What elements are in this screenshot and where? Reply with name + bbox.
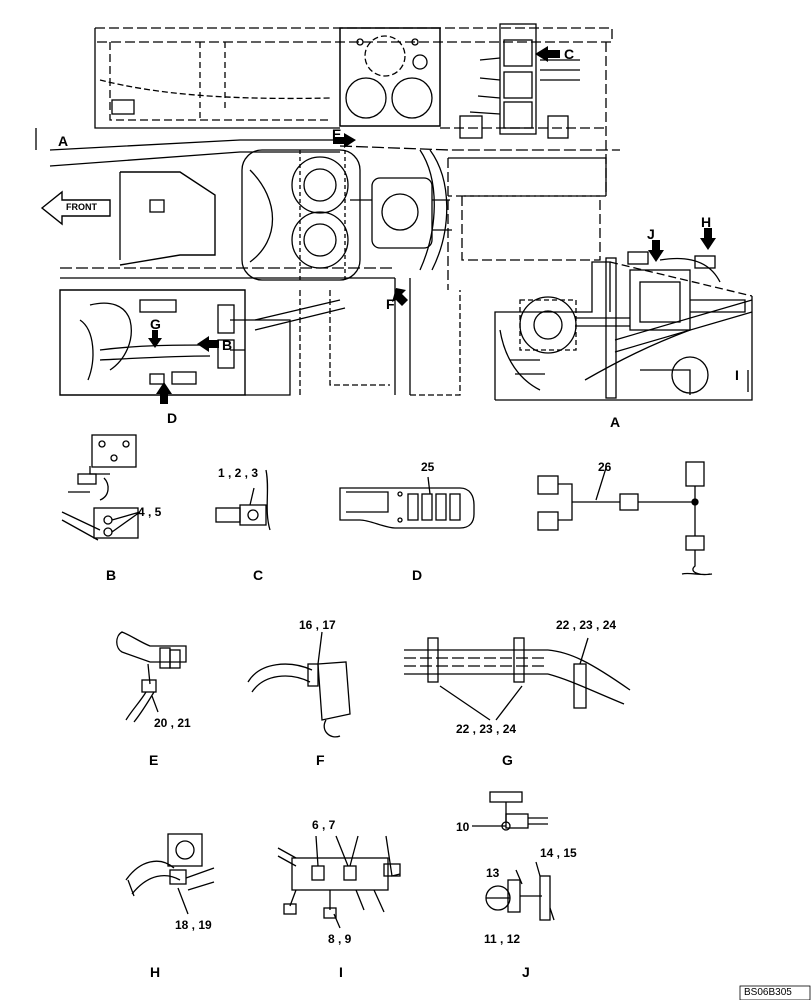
arrow-d — [156, 382, 172, 404]
detail-j-parts-14-15: 14 , 15 — [540, 846, 577, 860]
detail-b-caption: B — [106, 567, 117, 583]
callout-label-g: G — [150, 316, 161, 332]
detail-c — [215, 469, 271, 531]
callout-label-a: A — [58, 133, 69, 149]
detail-h-parts: 18 , 19 — [175, 918, 212, 932]
front-arrow — [40, 190, 111, 226]
detail-j-caption: J — [522, 964, 530, 980]
harness-parts: 26 — [598, 460, 612, 474]
callout-label-e: E — [332, 126, 342, 142]
view-a-label-i: I — [735, 367, 739, 383]
detail-i-parts-top: 6 , 7 — [312, 818, 336, 832]
detail-harness — [537, 461, 713, 576]
detail-e-parts: 20 , 21 — [154, 716, 191, 730]
detail-e — [116, 631, 187, 723]
arrow-j — [648, 240, 664, 262]
drawing-code-box — [739, 985, 811, 1000]
detail-d — [339, 476, 475, 529]
detail-b — [61, 434, 141, 541]
callout-label-d: D — [167, 410, 178, 426]
detail-i — [277, 835, 401, 929]
detail-d-parts: 25 — [421, 460, 435, 474]
detail-d-caption: D — [412, 567, 423, 583]
detail-g-caption: G — [502, 752, 513, 768]
detail-c-caption: C — [253, 567, 264, 583]
detail-j-parts-13: 13 — [486, 866, 500, 880]
detail-g — [404, 637, 631, 721]
detail-h — [125, 833, 215, 915]
detail-b-parts: 4 , 5 — [138, 505, 162, 519]
detail-f — [247, 631, 351, 738]
front-label: FRONT — [66, 202, 97, 212]
arrow-g — [148, 330, 162, 348]
detail-f-caption: F — [316, 752, 325, 768]
view-a-label-h: H — [701, 214, 712, 230]
detail-j-parts-11-12: 11 , 12 — [484, 932, 521, 946]
drawing-code: BS06B305 — [744, 987, 792, 998]
detail-h-caption: H — [150, 964, 161, 980]
view-a-arrows — [648, 228, 716, 262]
main-view — [35, 23, 620, 396]
detail-i-caption: I — [339, 964, 343, 980]
arrow-b — [197, 336, 219, 352]
callout-label-f: F — [386, 296, 395, 312]
callout-label-b: B — [222, 337, 233, 353]
arrow-f — [392, 288, 408, 306]
callout-arrows — [148, 46, 560, 404]
detail-j-parts-10: 10 — [456, 820, 470, 834]
view-a-label-j: J — [647, 226, 655, 242]
detail-g-parts-bottom: 22 , 23 , 24 — [456, 722, 517, 736]
detail-f-parts: 16 , 17 — [299, 618, 336, 632]
view-a-caption: A — [610, 414, 621, 430]
arrow-c — [535, 46, 560, 62]
detail-c-parts: 1 , 2 , 3 — [218, 466, 259, 480]
view-a — [494, 251, 753, 401]
arrow-e — [333, 133, 356, 148]
detail-g-parts-top: 22 , 23 , 24 — [556, 618, 617, 632]
detail-j — [472, 791, 555, 921]
arrow-h — [700, 228, 716, 250]
detail-i-parts-bottom: 8 , 9 — [328, 932, 352, 946]
callout-label-c: C — [564, 46, 575, 62]
detail-e-caption: E — [149, 752, 159, 768]
